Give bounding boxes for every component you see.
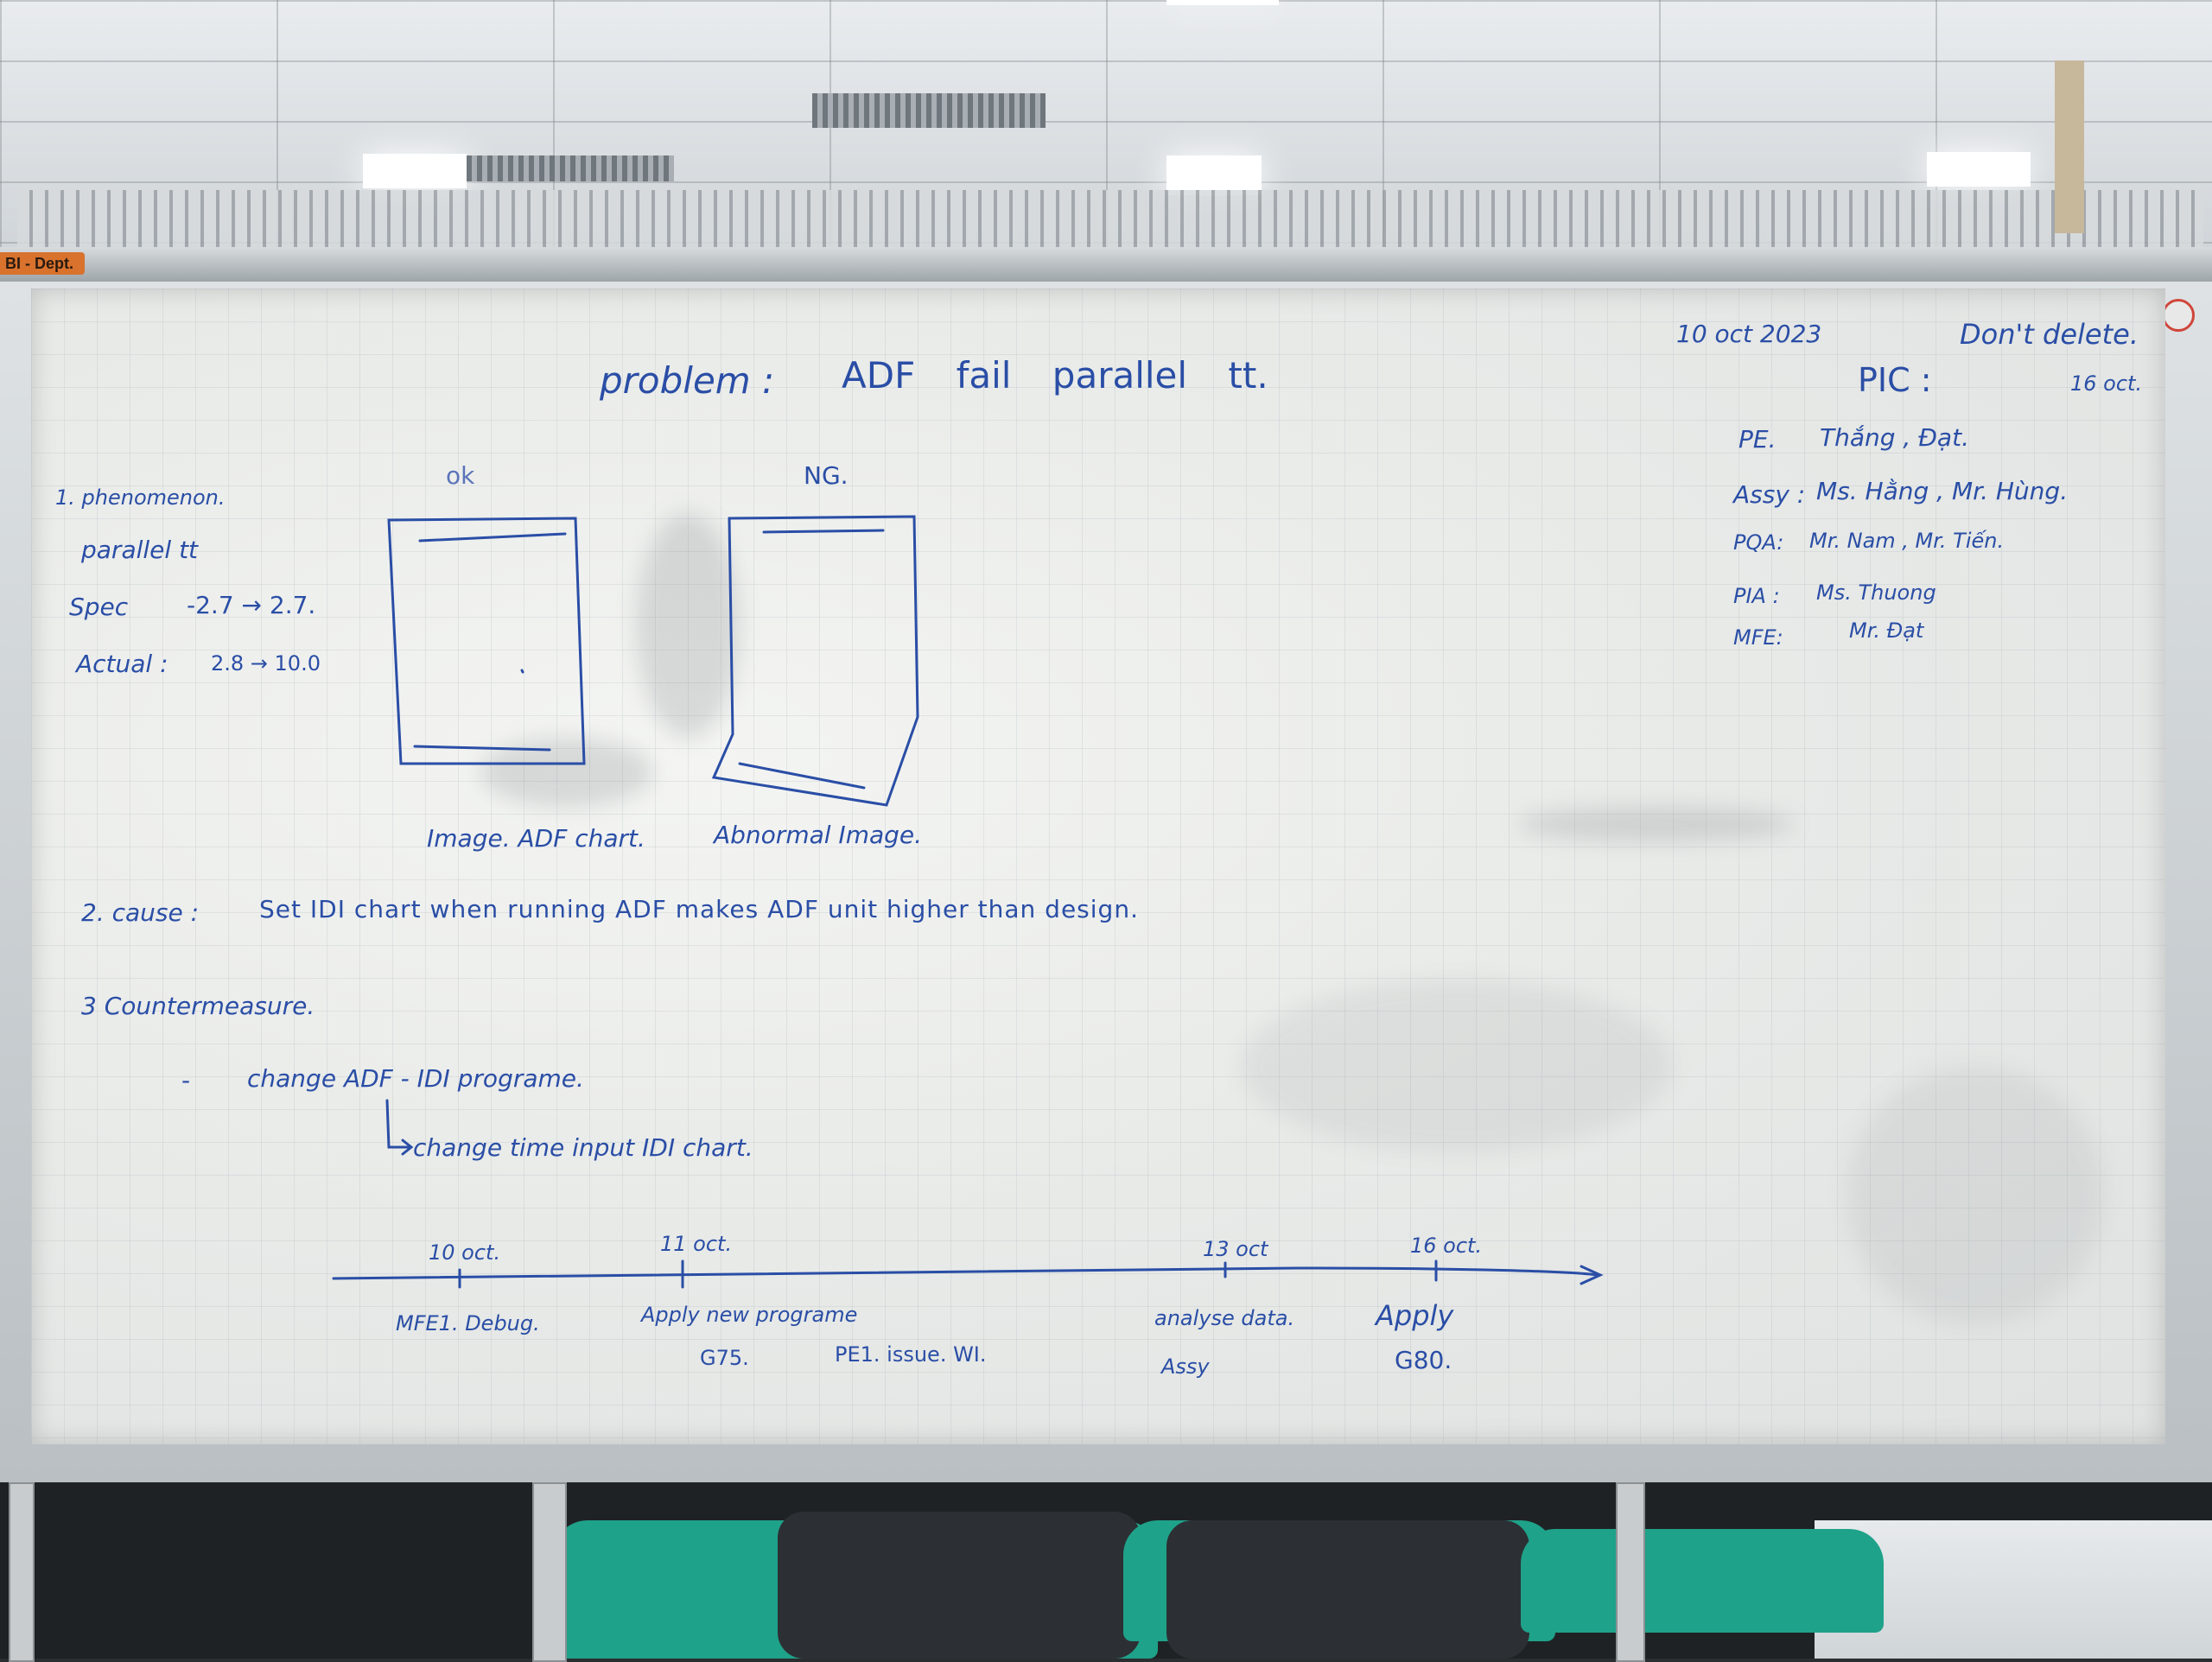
ng-sketch-bottomline [738,762,866,790]
ceiling [0,0,2212,259]
milestone-date: 11 oct. [660,1232,733,1256]
spec-label: Spec [69,593,129,621]
problem-label: problem : [600,359,775,402]
ng-sketch-frame [711,515,919,807]
board-note-date: 16 oct. [2070,371,2143,396]
pic-names: Ms. Hằng , Mr. Hùng. [1816,477,2069,505]
countermeasure-bullet: - [181,1066,191,1094]
dept-label: BI - Dept. [0,252,85,275]
ceiling-vent [812,93,1046,128]
ceiling-light [1927,152,2031,187]
pic-label: PIC : [1858,361,1932,399]
milestone-task: G80. [1395,1346,1452,1374]
ok-sketch-bottomline [413,745,551,752]
pic-role: MFE: [1733,625,1783,650]
board-note: Don't delete. [1960,318,2139,351]
timeline-arrowhead [1580,1265,1604,1285]
cause-label: 2. cause : [81,898,200,927]
whiteboard-surface [31,289,2165,1444]
countermeasure-heading: 3 Countermeasure. [81,992,315,1020]
ok-label: ok [446,461,475,490]
phenomenon-heading: 1. phenomenon. [55,485,226,510]
phenomenon-subject: parallel tt [81,536,199,564]
ng-sketch-topline [762,529,885,534]
ok-sketch-topline [418,532,567,542]
ceiling-vent [467,155,674,181]
ng-label: NG. [804,461,849,490]
pic-role: PE. [1738,425,1777,454]
milestone-task: PE1. issue. WI. [835,1342,987,1367]
window-row [17,190,2203,251]
milestone-date: 13 oct [1203,1237,1268,1261]
ceiling-light [363,154,467,188]
actual-value: 2.8 → 10.0 [211,651,321,676]
sub-action-arrow [385,1099,411,1149]
milestone-task: G75. [700,1346,749,1370]
pic-role: Assy : [1733,480,1806,509]
pic-role: PQA: [1733,530,1784,555]
pillar [2055,60,2084,233]
countermeasure-action: change ADF - IDI programe. [247,1064,584,1093]
problem-text: ADF fail parallel tt. [842,354,1268,396]
whiteboard-frame-top [0,247,2212,282]
pic-names: Mr. Nam , Mr. Tiến. [1809,529,2005,553]
magnet-icon [2162,299,2195,332]
smudge [636,513,740,738]
whiteboard-grid [31,289,2165,1444]
countermeasure-sub-action: change time input IDI chart. [413,1133,753,1162]
spec-value: -2.7 → 2.7. [187,591,316,619]
pic-names: Ms. Thuong [1816,580,1936,605]
milestone-task: analyse data. [1154,1306,1295,1330]
ok-sketch-dot [520,669,524,674]
milestone-task: Apply [1376,1299,1454,1332]
chair-back [1166,1520,1529,1659]
pic-role: PIA : [1733,584,1780,608]
ng-caption: Abnormal Image. [714,821,923,849]
milestone-task: Assy [1161,1354,1210,1379]
smudge [1241,980,1673,1152]
milestone-task: Apply new programe [641,1303,858,1327]
milestone-date: 10 oct. [429,1240,501,1265]
milestone-task: MFE1. Debug. [396,1311,540,1335]
cause-text: Set IDI chart when running ADF makes ADF… [259,895,1139,923]
board-date: 10 oct 2023 [1676,320,1822,348]
pic-names: Thắng , Đạt. [1820,423,1969,452]
smudge [1517,807,1794,841]
stand-leg [532,1482,567,1662]
pic-names: Mr. Đạt [1849,618,1924,643]
chair-seat [1521,1529,1884,1633]
stand-leg [1616,1482,1645,1662]
chair-back [778,1512,1141,1659]
milestone-date: 16 oct. [1410,1234,1483,1258]
ceiling-light [1166,0,1279,5]
timeline-arrow [332,1266,1599,1280]
actual-label: Actual : [76,650,168,678]
ceiling-light [1166,155,1262,195]
smudge [1846,1066,2105,1325]
ok-sketch-frame [387,517,586,765]
stand-leg [9,1482,35,1662]
ok-caption: Image. ADF chart. [427,824,645,853]
